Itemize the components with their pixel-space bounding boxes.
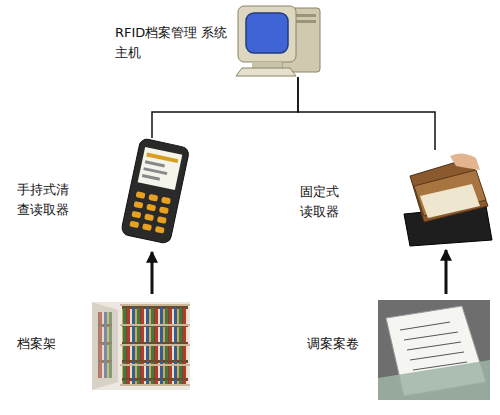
far-shelves — [98, 312, 112, 378]
picture-node: 手持式清 查读取器 — [14, 138, 196, 248]
shelf-room — [92, 302, 190, 390]
connector-line — [152, 77, 298, 138]
book-row — [122, 326, 188, 344]
document-lines — [400, 322, 467, 370]
node-label: 固定式 读取器 — [300, 182, 346, 222]
paper — [420, 184, 480, 218]
book-row — [122, 306, 188, 324]
shelf-boards — [120, 304, 190, 386]
connector-line — [298, 77, 435, 150]
keyboard — [236, 68, 296, 76]
flow-arrow — [445, 250, 448, 294]
hand — [450, 153, 480, 170]
screen-line — [143, 167, 167, 175]
device-body — [121, 138, 190, 244]
book-row — [122, 366, 188, 384]
node-label: 调案案卷 — [307, 334, 367, 354]
fixed-reader-icon — [404, 153, 492, 246]
case-file-icon — [378, 300, 490, 400]
device-screen — [138, 147, 183, 190]
computer-icon — [236, 6, 320, 76]
folder-sleeve — [378, 360, 490, 400]
screen-line — [145, 160, 165, 167]
monitor-body — [238, 6, 296, 62]
screen-bar — [146, 152, 178, 163]
monitor-stand — [252, 62, 282, 68]
screen-line — [142, 174, 160, 181]
picture-node: RFID档案管理 系统主机 — [112, 5, 324, 77]
node-label: 手持式清 查读取器 — [17, 180, 77, 220]
handheld-reader-icon — [121, 138, 190, 244]
shelf-side — [92, 302, 118, 390]
book-row — [122, 346, 188, 364]
monitor-screen — [246, 13, 288, 53]
file-background — [378, 300, 490, 400]
keypad — [129, 191, 171, 233]
node-label: 档案架 — [17, 334, 77, 354]
picture-node: 档案架 — [14, 300, 192, 392]
picture-node: 固定式 读取器 — [296, 150, 493, 246]
flow-arrow — [151, 252, 154, 294]
archive-shelves-icon — [92, 302, 190, 390]
node-label: RFID档案管理 系统主机 — [115, 23, 237, 63]
picture-node: 调案案卷 — [304, 300, 492, 402]
